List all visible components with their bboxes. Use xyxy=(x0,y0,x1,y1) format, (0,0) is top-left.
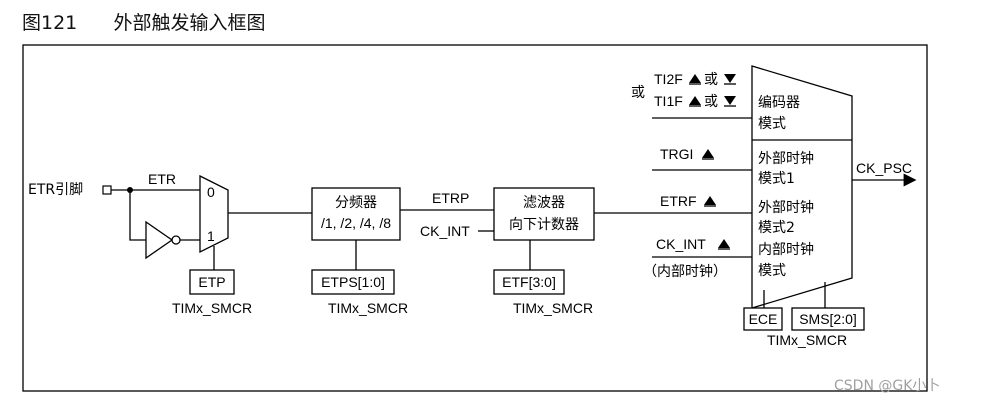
etr-label: ETR xyxy=(148,171,176,187)
or-label-left: 或 xyxy=(631,85,645,101)
rising-edge-icon xyxy=(702,149,714,158)
mode-ext2-b: 模式2 xyxy=(758,220,795,236)
rising-edge-icon xyxy=(718,239,730,248)
ti1f-label: TI1F xyxy=(654,93,683,109)
inverter-icon xyxy=(145,220,174,260)
figure-title: 图121 外部触发输入框图 xyxy=(22,12,266,34)
ece-box xyxy=(743,307,783,331)
mode-ext2-a: 外部时钟 xyxy=(758,199,814,216)
filter-title: 滤波器 xyxy=(523,195,565,211)
timx-smcr-1: TIMx_SMCR xyxy=(172,300,252,316)
or-label-ti1: 或 xyxy=(704,94,718,110)
mode-encoder-1: 编码器 xyxy=(758,95,800,111)
ti2f-label: TI2F xyxy=(654,71,683,87)
etr-pin-label: ETR引脚 xyxy=(28,182,83,198)
rising-edge-icon xyxy=(689,96,701,105)
rising-edge-icon xyxy=(704,196,716,205)
sms-box xyxy=(791,307,865,331)
falling-edge-icon xyxy=(724,74,736,83)
mux-input-1: 1 xyxy=(207,228,215,244)
internal-clock-label: （内部时钟） xyxy=(643,263,727,280)
timx-smcr-2: TIMx_SMCR xyxy=(328,300,408,316)
mux-input-0: 0 xyxy=(207,184,215,200)
mode-int-b: 模式 xyxy=(758,263,786,279)
watermark: CSDN @GK小卜 xyxy=(834,378,940,394)
polarity-mux xyxy=(199,174,229,254)
mode-int-a: 内部时钟 xyxy=(758,241,814,258)
trgi-label: TRGI xyxy=(660,146,693,162)
sms-label: SMS[2:0] xyxy=(799,311,857,327)
filter-box xyxy=(493,187,595,241)
etrf-label: ETRF xyxy=(660,193,697,209)
filter-subtitle: 向下计数器 xyxy=(509,217,579,233)
prescaler-title: 分频器 xyxy=(335,195,377,211)
mode-encoder-2: 模式 xyxy=(758,116,786,132)
etps-box xyxy=(311,269,395,295)
ck-psc-label: CK_PSC xyxy=(856,160,912,176)
diagram-frame xyxy=(22,44,928,392)
rising-edge-icon xyxy=(689,74,701,83)
mode-selector xyxy=(751,65,853,309)
ece-label: ECE xyxy=(749,311,778,327)
etf-box xyxy=(493,269,565,295)
etf-label: ETF[3:0] xyxy=(502,274,556,290)
falling-edge-icon xyxy=(724,96,736,105)
ck-int-label: CK_INT xyxy=(656,236,706,252)
etp-box xyxy=(189,269,235,295)
ck-int-input-label: CK_INT xyxy=(420,223,470,239)
pin-square-icon xyxy=(102,185,112,195)
etps-label: ETPS[1:0] xyxy=(321,274,385,290)
etrp-label: ETRP xyxy=(432,190,469,206)
timx-smcr-3: TIMx_SMCR xyxy=(513,300,593,316)
mode-ext1-b: 模式1 xyxy=(758,171,795,187)
or-label-ti2: 或 xyxy=(704,72,718,88)
prescaler-options: /1, /2, /4, /8 xyxy=(321,215,391,231)
etp-label: ETP xyxy=(198,274,225,290)
mode-ext1-a: 外部时钟 xyxy=(758,150,814,167)
timx-smcr-4: TIMx_SMCR xyxy=(767,332,847,348)
